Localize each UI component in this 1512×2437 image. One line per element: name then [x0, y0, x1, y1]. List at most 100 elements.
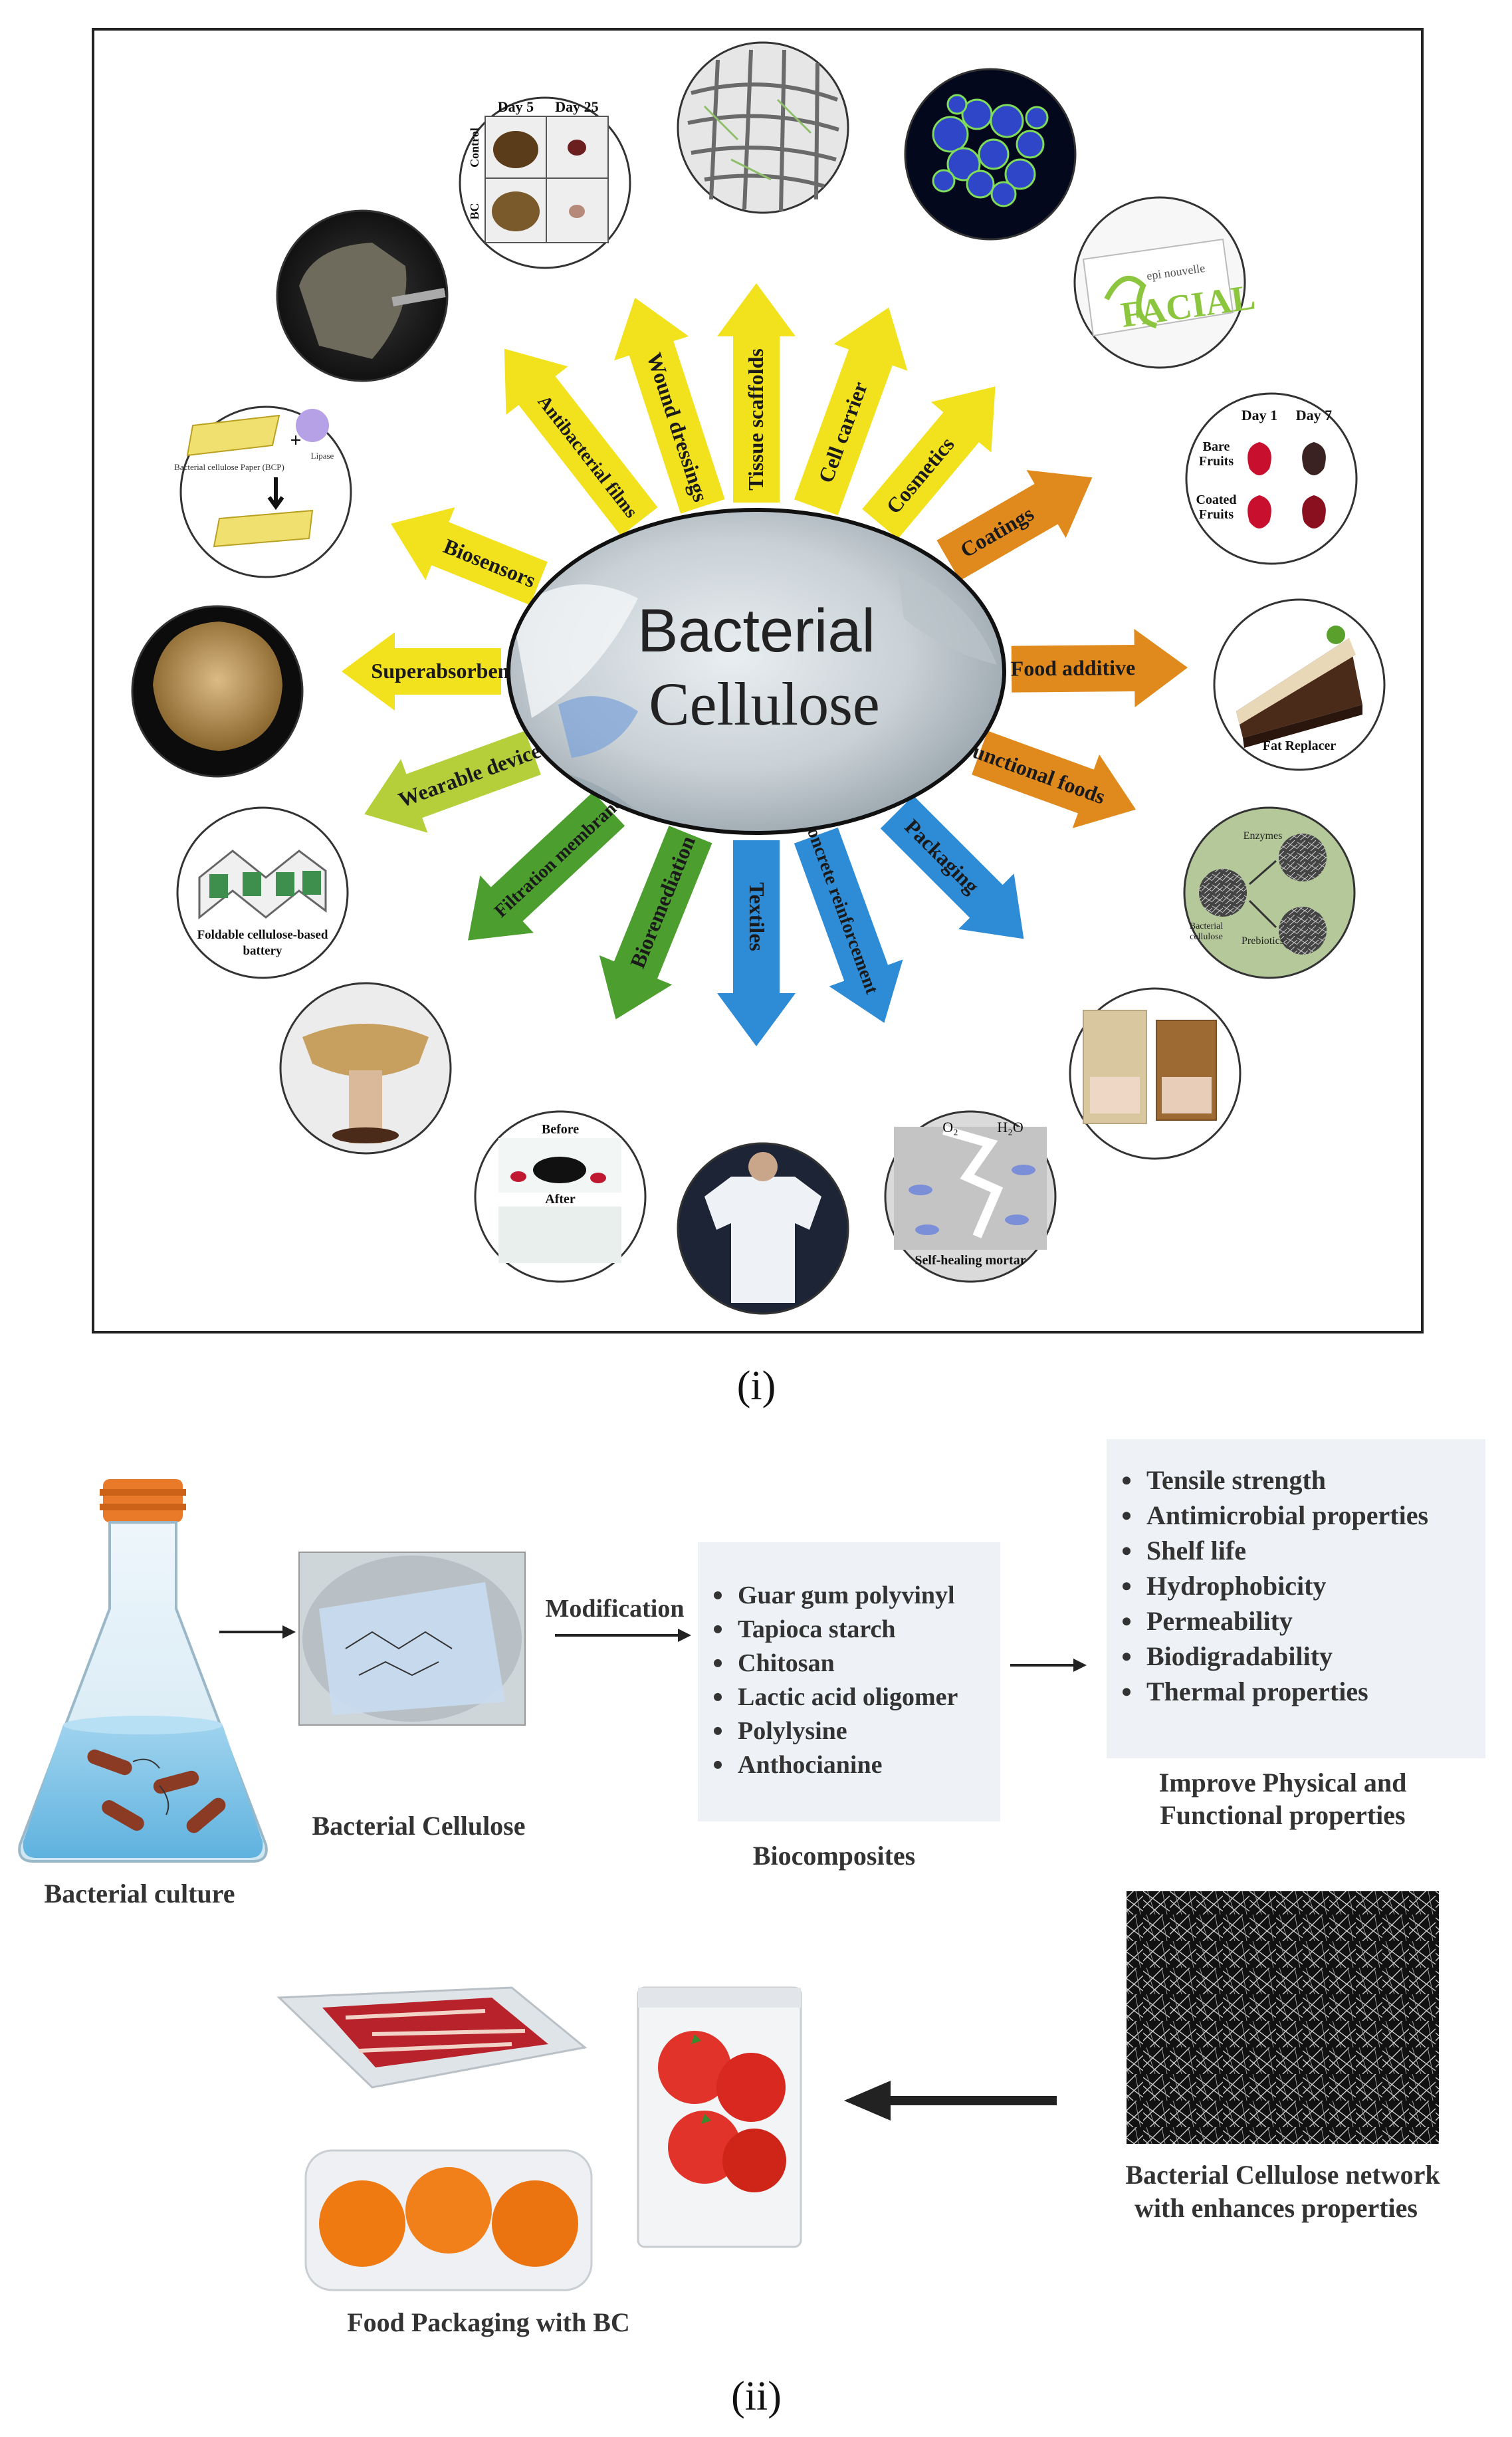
list-item: Guar gum polyvinyl: [738, 1581, 955, 1609]
properties-box: [1107, 1439, 1485, 1758]
list-item: Antimicrobial properties: [1146, 1500, 1428, 1530]
bullet: [1123, 1617, 1131, 1626]
bullet: [714, 1591, 722, 1599]
biocomposites-box: [698, 1542, 1000, 1821]
arrow-2: [794, 307, 908, 516]
functional-bc-label-2: cellulose: [1190, 932, 1223, 942]
wound-photo: Day 5 Day 25 Control BC: [459, 96, 631, 269]
concrete-photo: O₂ H₂O Self-healing mortar: [884, 1110, 1057, 1283]
functional-enzymes-label: Enzymes: [1243, 830, 1283, 842]
center-bacterial-cellulose: Bacterial Cellulose: [506, 508, 1006, 835]
bullet: [714, 1726, 722, 1735]
bullet: [1123, 1476, 1131, 1485]
bullet: [714, 1625, 722, 1633]
arrow-1: [717, 283, 796, 503]
application-circles: Day 5 Day 25 Control BC FACIAL epi nouve…: [131, 41, 1386, 1315]
modification-label: Modification: [546, 1595, 685, 1623]
arrow-5: [1011, 629, 1188, 707]
bullet: [1123, 1512, 1131, 1520]
biosensor-plus: +: [290, 429, 301, 451]
wearable-photo: Foldable cellulose-based battery: [176, 806, 349, 979]
panel-ii-label: (ii): [731, 2374, 782, 2419]
bc-label: Bacterial Cellulose: [312, 1811, 525, 1841]
filtration-photo: [279, 982, 452, 1155]
arrow-label-1: Tissue scaffolds: [744, 348, 768, 491]
meat-tray: [276, 1986, 588, 2089]
functional-bc-label-1: Bacterial: [1190, 921, 1224, 931]
arrow-9: [717, 840, 796, 1046]
cosmetics-photo: FACIAL epi nouvelle: [1073, 196, 1257, 369]
list-item: Shelf life: [1146, 1536, 1246, 1566]
arrow-label-9: Textiles: [745, 882, 769, 951]
list-item: Tapioca starch: [738, 1615, 896, 1643]
food-additive-photo: Fat Replacer: [1213, 598, 1386, 771]
food-packaging-label: Food Packaging with BC: [347, 2307, 630, 2337]
culture-flask: [18, 1479, 268, 1863]
bullet: [1123, 1688, 1131, 1696]
arrow-6: [972, 731, 1136, 828]
wound-day25-label: Day 25: [555, 98, 598, 115]
biosensor-lipase-label: Lipase: [311, 451, 334, 461]
functional-prebiotics-label: Prebiotics: [1242, 935, 1284, 947]
improve-label-line1: Improve Physical and: [1159, 1768, 1407, 1798]
arrow-11: [468, 792, 625, 941]
food-additive-caption: Fat Replacer: [1263, 739, 1337, 753]
cell-carrier-photo: [904, 68, 1077, 241]
arrow-3: [862, 386, 996, 539]
arrow-10: [599, 826, 712, 1020]
arrow-7: [880, 795, 1024, 939]
tomato-bag: [637, 1986, 802, 2248]
bioremediation-photo: Before After: [474, 1110, 647, 1283]
culture-label: Bacterial culture: [45, 1879, 235, 1909]
arrow-4: [936, 470, 1093, 581]
center-title-line1: Bacterial: [637, 597, 875, 665]
arrow-15: [504, 348, 658, 536]
arrow-0: [614, 297, 725, 514]
coatings-coated-label-2: Fruits: [1199, 507, 1234, 522]
coatings-day7-label: Day 7: [1296, 407, 1332, 423]
panel-ii: Bacterial culture Bacterial Cellulose Mo…: [18, 1439, 1485, 2337]
list-item: Chitosan: [738, 1649, 835, 1677]
list-item: Biodigradability: [1146, 1641, 1333, 1671]
coatings-photo: Day 1 Day 7 Bare Fruits Coated Fruits: [1185, 392, 1358, 565]
list-item: Thermal properties: [1146, 1677, 1368, 1706]
scaffold-photo: [677, 41, 849, 214]
bullet: [1123, 1582, 1131, 1591]
bullet: [1123, 1653, 1131, 1661]
textiles-photo: [677, 1142, 849, 1315]
bullet: [714, 1692, 722, 1701]
functional-foods-photo: Enzymes Bacterial cellulose Prebiotics: [1183, 806, 1356, 979]
wound-control-label: Control: [468, 128, 481, 168]
improve-label-line2: Functional properties: [1160, 1800, 1405, 1830]
network-label-line1: Bacterial Cellulose network: [1125, 2160, 1440, 2190]
bullet: [714, 1760, 722, 1769]
biosensor-paper-label: Bacterial cellulose Paper (BCP): [174, 462, 284, 472]
list-item: Anthocianine: [738, 1751, 882, 1779]
list-item: Permeability: [1146, 1606, 1293, 1636]
superabsorbent-photo: [131, 605, 304, 778]
arrow-13: [342, 632, 501, 711]
list-item: Lactic acid oligomer: [738, 1683, 958, 1711]
arrow-label-5: Food additive: [1011, 655, 1136, 681]
coatings-bare-label-2: Fruits: [1199, 454, 1234, 469]
arrow-12: [364, 731, 541, 833]
antibacterial-film-photo: [276, 209, 449, 382]
orange-tray: [304, 2149, 593, 2291]
wound-day5-label: Day 5: [498, 98, 534, 115]
bioremediation-after-label: After: [545, 1192, 576, 1207]
arrow-label-13: Superabsorbents: [371, 659, 524, 683]
concrete-h2o-label: H₂O: [997, 1119, 1023, 1135]
coatings-bare-label-1: Bare: [1203, 439, 1230, 454]
battery-caption-line2: battery: [243, 944, 282, 958]
panel-i-label: (i): [737, 1363, 776, 1409]
bullet: [1123, 1547, 1131, 1556]
arrow-14: [391, 507, 548, 606]
network-label-line2: with enhances properties: [1134, 2193, 1418, 2223]
biocomposites-title: Biocomposites: [753, 1841, 915, 1871]
concrete-caption: Self-healing mortar: [915, 1253, 1026, 1268]
